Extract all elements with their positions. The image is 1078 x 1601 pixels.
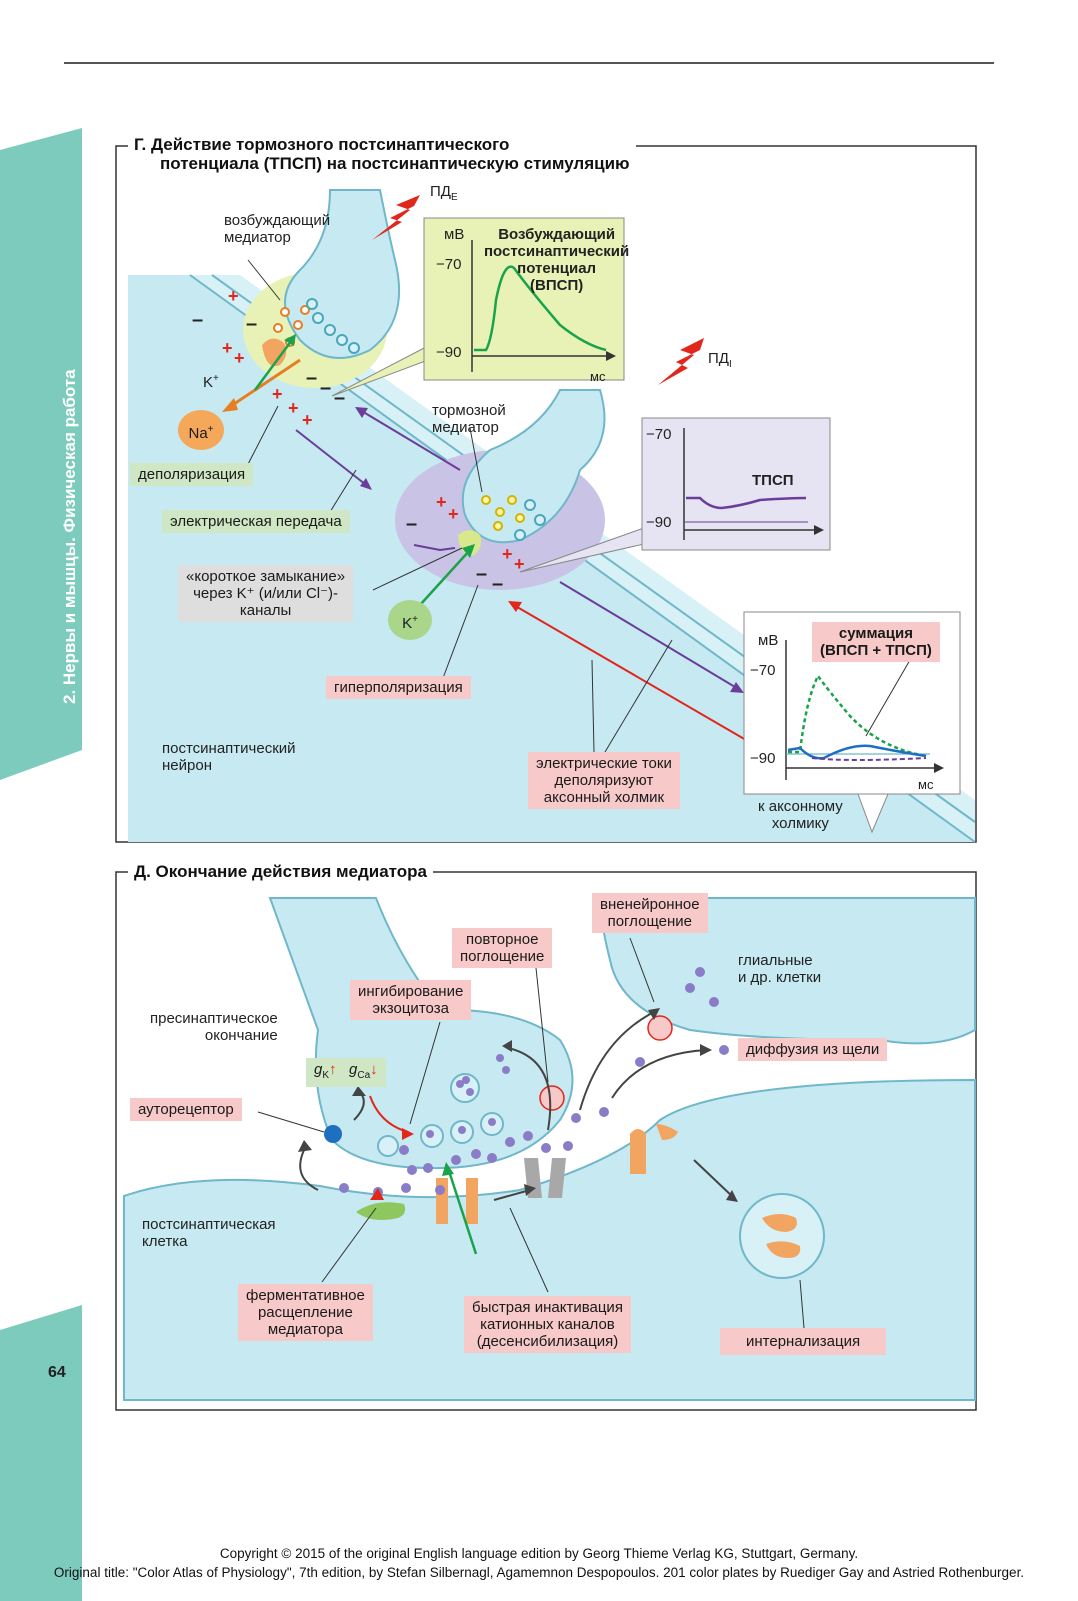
charge-plus: + [448,504,459,524]
charge-minus: – [320,377,332,399]
ipsp-tick-top: −70 [646,426,672,443]
charge-minus: – [306,367,318,389]
depolarization-label: деполяризация [130,463,254,486]
section-g-title-line2: потенциала (ТПСП) на постсинаптическую с… [160,154,630,173]
charge-plus: + [502,544,513,564]
ipsp-title: ТПСП [752,472,794,489]
top-rule [64,62,994,64]
internalization-label: интернализация [720,1328,887,1355]
charge-plus: + [288,398,299,418]
charge-minus: – [476,563,488,585]
sum-tick-bottom: −90 [750,750,776,767]
k-plus-label: K+ [203,373,219,391]
charge-minus: – [192,309,204,331]
charge-minus: – [492,573,504,595]
ipsp-tick-bottom: −90 [646,514,672,531]
diffusion-label: диффузия из щели [738,1038,888,1061]
hyperpolarization-label: гиперполяризация [326,676,471,699]
charge-minus: – [334,387,346,409]
charge-plus: + [228,286,239,306]
charge-plus: + [222,338,233,358]
section-g-title-line1: Г. Действие тормозного постсинаптическог… [134,135,510,154]
page-number: 64 [48,1364,66,1381]
section-g-title: Г. Действие тормозного постсинаптическог… [128,135,636,173]
charge-plus: + [234,348,245,368]
charge-plus: + [302,410,313,430]
epsp-x-unit: мс [590,369,606,384]
section-d-title: Д. Окончание действия медиатора [128,862,434,881]
epsp-tick-bottom: −90 [436,344,462,361]
k-ion: K+ [388,600,432,640]
charge-plus: + [436,492,447,512]
charge-minus: – [406,513,418,535]
sidebar-tab [0,128,82,1601]
charge-minus: – [246,313,258,335]
conductance-box: gK↑ gCa↓ [306,1058,386,1087]
summation-title: суммация(ВПСП + ТПСП) [812,622,940,662]
sum-unit: мВ [758,632,779,649]
pd-e-label: ПДE [430,183,458,203]
epsp-unit: мВ [444,226,465,243]
autoreceptor-label: ауторецептор [130,1098,242,1121]
sum-x-unit: мс [918,777,934,792]
na-ion: Na+ [178,410,224,450]
copyright-line2: Original title: "Color Atlas of Physiolo… [53,1565,1025,1580]
charge-plus: + [514,554,525,574]
pd-i-label: ПДI [708,350,732,370]
sum-tick-top: −70 [750,662,776,679]
copyright-line1: Copyright © 2015 of the original English… [219,1546,859,1561]
short-circuit-label: «короткое замыкание»через K⁺ (и/или Cl⁻)… [178,565,354,622]
electric-transmission-label: электрическая передача [162,510,350,533]
epsp-tick-top: −70 [436,256,462,273]
charge-plus: + [272,384,283,404]
